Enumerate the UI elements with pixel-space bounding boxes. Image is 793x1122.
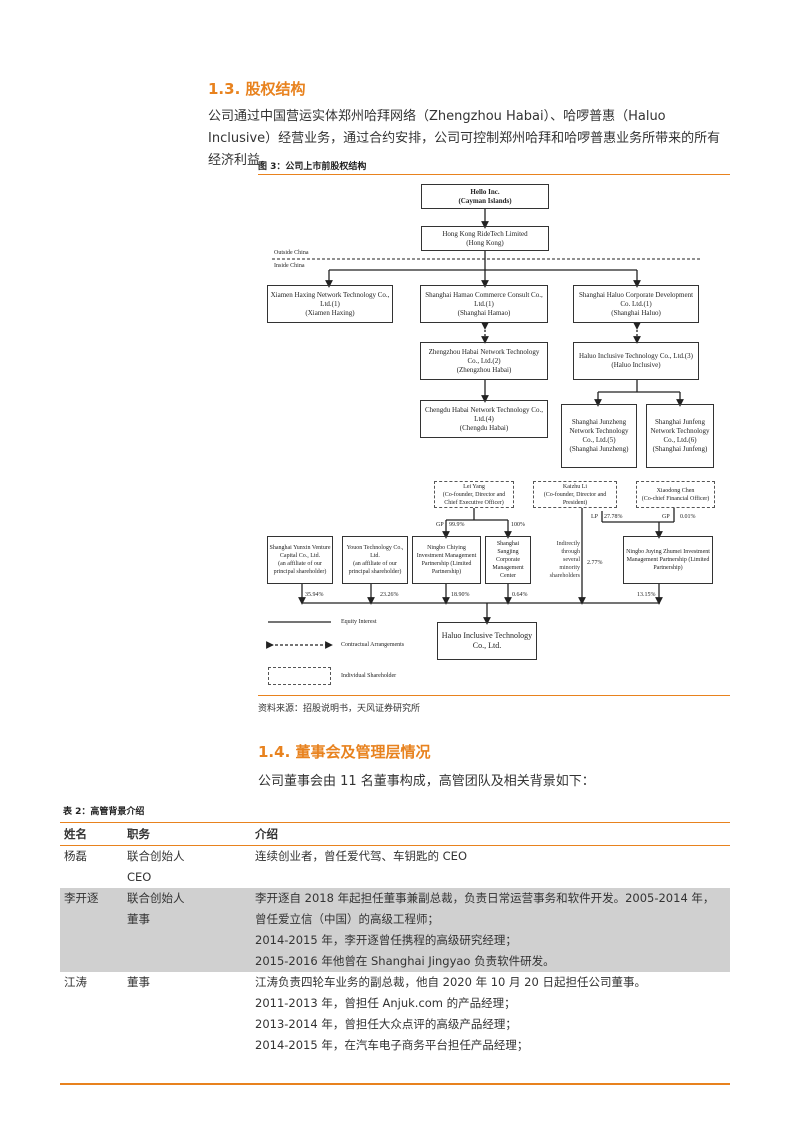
box-final-haluo-inclusive: Haluo Inclusive Technology Co., Ltd. bbox=[437, 622, 537, 660]
figure-source: 资料来源：招股说明书，天风证券研究所 bbox=[258, 704, 421, 714]
box-hello-inc: Hello Inc. (Cayman Islands) bbox=[421, 184, 549, 209]
cell-name: 杨磊 bbox=[64, 849, 87, 863]
inside-china-label: Inside China bbox=[274, 263, 305, 269]
legend-dashed-box bbox=[268, 667, 331, 685]
executive-table: 姓名 职务 介绍 杨磊 联合创始人 CEO 连续创业者，曾任爱代驾、车钥匙的 CE… bbox=[60, 822, 730, 1056]
legend-contractual: Contractual Arrangements bbox=[341, 642, 405, 648]
box-shanghai-hamao: Shanghai Hamao Commerce Consult Co., Ltd… bbox=[420, 285, 548, 323]
table-header-row: 姓名 职务 介绍 bbox=[60, 822, 730, 846]
role-line: 联合创始人 bbox=[127, 891, 185, 905]
intro-line: 2014-2015 年，在汽车电子商务平台担任产品经理； bbox=[255, 1038, 529, 1052]
diagram-lines bbox=[266, 209, 702, 649]
role-line: 董事 bbox=[127, 975, 150, 989]
box-hk-ridetech: Hong Kong RideTech Limited (Hong Kong) bbox=[421, 226, 549, 251]
cell-intro: 连续创业者，曾任爱代驾、车钥匙的 CEO bbox=[251, 846, 730, 889]
pct-23-26: 23.26% bbox=[380, 592, 399, 598]
box-shanghai-haluo: Shanghai Haluo Corporate Development Co.… bbox=[573, 285, 699, 323]
pct-13-15: 13.15% bbox=[637, 592, 656, 598]
box-zhengzhou-habai: Zhengzhou Habai Network Technology Co., … bbox=[420, 342, 548, 380]
shareholder-kaizhu-li: Kaizhu Li (Co-founder, Director and Pres… bbox=[533, 481, 617, 508]
box-ningbo-chiying: Ningbo Chiying Investment Management Par… bbox=[412, 536, 481, 584]
indirect-note: Indirectly through several minority shar… bbox=[549, 541, 580, 579]
intro-line: 李开逐自 2018 年起担任董事兼副总裁，负责日常运营事务和软件开发。2005-… bbox=[255, 891, 715, 905]
legend-individual: Individual Shareholder bbox=[341, 673, 397, 679]
box-shanghai-junzheng: Shanghai Junzheng Network Technology Co.… bbox=[561, 404, 637, 468]
box-shanghai-junfeng: Shanghai Junfeng Network Technology Co.,… bbox=[646, 404, 714, 468]
figure-bottom-rule bbox=[258, 695, 730, 696]
cell-role: 联合创始人 CEO bbox=[123, 846, 251, 889]
cell-name: 江涛 bbox=[64, 975, 87, 989]
cell-role: 董事 bbox=[123, 972, 251, 1056]
cell-intro: 江涛负责四轮车业务的副总裁，他自 2020 年 10 月 20 日起担任公司董事… bbox=[251, 972, 730, 1056]
intro-line: 曾任爱立信（中国）的高级工程师； bbox=[255, 912, 439, 926]
header-role: 职务 bbox=[123, 822, 251, 846]
pct-100: 100% bbox=[511, 522, 525, 528]
box-ningbo-juying: Ningbo Juying Zhumei Investment Manageme… bbox=[623, 536, 713, 584]
pct-27-78: 27.78% bbox=[604, 514, 623, 520]
pct-99-9: 99.9% bbox=[449, 522, 465, 528]
intro-line: 江涛负责四轮车业务的副总裁，他自 2020 年 10 月 20 日起担任公司董事… bbox=[255, 975, 646, 989]
cell-name: 李开逐 bbox=[60, 888, 123, 972]
role-line: CEO bbox=[127, 870, 152, 884]
box-xiamen-haxing: Xiamen Haxing Network Technology Co., Lt… bbox=[267, 285, 393, 323]
intro-line: 2011-2013 年，曾担任 Anjuk.com 的产品经理； bbox=[255, 996, 516, 1010]
header-intro: 介绍 bbox=[251, 822, 730, 846]
intro-line: 2014-2015 年，李开逐曾任携程的高级研究经理； bbox=[255, 933, 517, 947]
role-line: 联合创始人 bbox=[127, 849, 185, 863]
cell-role: 联合创始人董事 bbox=[123, 888, 251, 972]
header-name: 姓名 bbox=[60, 822, 123, 846]
table-row: 李开逐 联合创始人董事 李开逐自 2018 年起担任董事兼副总裁，负责日常运营事… bbox=[60, 888, 730, 972]
table-caption: 表 2：高管背景介绍 bbox=[63, 807, 145, 817]
pct-2-77: 2.77% bbox=[587, 560, 603, 566]
gp-label-2: GP bbox=[662, 514, 670, 520]
section-paragraph-1-4: 公司董事会由 11 名董事构成，高管团队及相关背景如下： bbox=[258, 774, 595, 789]
intro-line: 连续创业者，曾任爱代驾、车钥匙的 CEO bbox=[255, 849, 468, 863]
section-title-1-3: 1.3. 股权结构 bbox=[208, 80, 306, 98]
table-row: 江涛 董事 江涛负责四轮车业务的副总裁，他自 2020 年 10 月 20 日起… bbox=[60, 972, 730, 1056]
pct-35-94: 35.94% bbox=[305, 592, 324, 598]
box-shanghai-yunxin: Shanghai Yunxin Venture Capital Co., Ltd… bbox=[267, 536, 333, 584]
shareholder-lei-yang: Lei Yang (Co-founder, Director and Chief… bbox=[434, 481, 514, 508]
cell-intro: 李开逐自 2018 年起担任董事兼副总裁，负责日常运营事务和软件开发。2005-… bbox=[251, 888, 730, 972]
pct-0-64: 0.64% bbox=[512, 592, 528, 598]
lp-label: LP bbox=[591, 514, 599, 520]
figure-caption: 图 3：公司上市前股权结构 bbox=[258, 162, 367, 172]
pct-0-01: 0.01% bbox=[680, 514, 696, 520]
shareholder-xiaodong-chen: Xiaodong Chen (Co-chief Financial Office… bbox=[636, 481, 715, 508]
footer-rule bbox=[60, 1083, 730, 1085]
role-line: 董事 bbox=[127, 912, 150, 926]
intro-line: 2015-2016 年他曾在 Shanghai Jingyao 负责软件研发。 bbox=[255, 954, 555, 968]
section-paragraph: 公司通过中国营运实体郑州哈拜网络（Zhengzhou Habai）、哈啰普惠（H… bbox=[208, 109, 721, 168]
pct-18-90: 18.90% bbox=[451, 592, 470, 598]
caption-rule bbox=[258, 174, 730, 175]
box-youon: Youon Technology Co., Ltd. (an affiliate… bbox=[342, 536, 408, 584]
box-chengdu-habai: Chengdu Habai Network Technology Co., Lt… bbox=[420, 400, 548, 438]
box-haluo-inclusive: Haluo Inclusive Technology Co., Ltd.(3) … bbox=[573, 342, 699, 380]
legend-equity: Equity Interest bbox=[341, 619, 377, 625]
section-title-1-4: 1.4. 董事会及管理层情况 bbox=[258, 743, 431, 761]
table-row: 杨磊 联合创始人 CEO 连续创业者，曾任爱代驾、车钥匙的 CEO bbox=[60, 846, 730, 889]
gp-label: GP bbox=[436, 522, 444, 528]
intro-line: 2013-2014 年，曾担任大众点评的高级产品经理； bbox=[255, 1017, 517, 1031]
box-shanghai-sangjing: Shanghai Sangjing Corporate Management C… bbox=[485, 536, 531, 584]
outside-china-label: Outside China bbox=[274, 250, 309, 256]
